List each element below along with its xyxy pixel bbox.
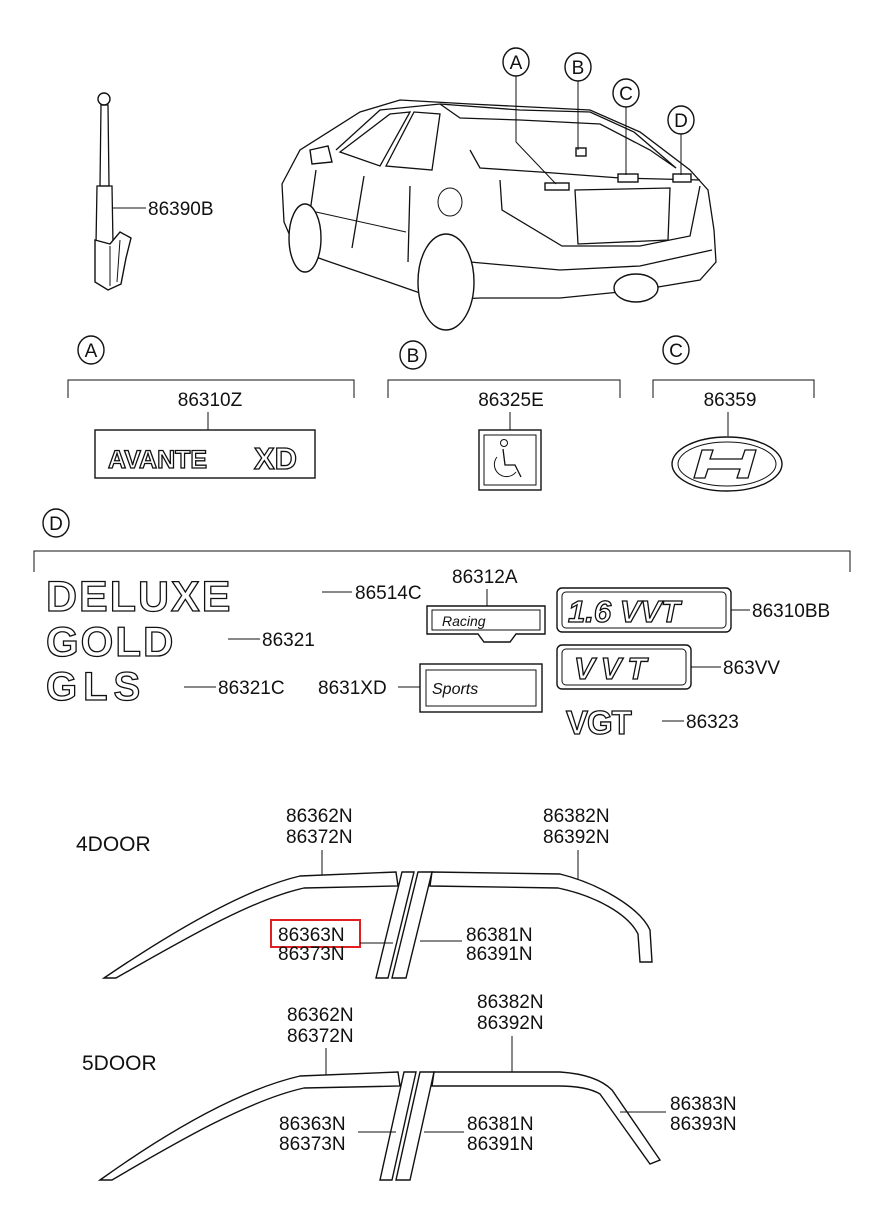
avante-xd-emblem[interactable]: AVANTE XD <box>94 429 316 479</box>
svg-text:D: D <box>674 111 688 132</box>
svg-text:B: B <box>407 346 420 367</box>
callout-d: D <box>42 508 70 538</box>
part-gls-label: 86321C <box>218 678 285 699</box>
deluxe-emblem[interactable]: DELUXE <box>45 572 232 621</box>
callout-d-top[interactable]: D <box>667 105 695 135</box>
svg-text:A: A <box>85 341 98 362</box>
part-disabled-label: 86325E <box>478 390 544 411</box>
callout-b: B <box>399 340 427 370</box>
section-5door-title: 5DOOR <box>82 1052 157 1075</box>
part-d5-rear-a: 86382N <box>477 992 544 1013</box>
vvt-emblem[interactable]: VVT <box>556 644 692 690</box>
part-d5-front-a: 86362N <box>287 1005 354 1026</box>
door4-molding-drawing[interactable] <box>101 871 653 979</box>
part-d5-center-b: 86391N <box>467 1134 534 1155</box>
disabled-sticker[interactable] <box>478 429 542 491</box>
part-d5-center-a: 86381N <box>467 1114 534 1135</box>
svg-text:Racing: Racing <box>442 613 486 629</box>
antenna-drawing[interactable] <box>94 92 132 291</box>
gold-emblem[interactable]: GOLD <box>45 617 175 665</box>
part-vvt16-label: 86310BB <box>752 601 830 622</box>
part-d4-pillar-b: 86373N <box>278 944 345 965</box>
svg-text:AVANTE: AVANTE <box>108 446 207 474</box>
callout-a: A <box>77 335 105 365</box>
part-d5-pillar-a: 86363N <box>279 1114 346 1135</box>
svg-text:D: D <box>49 514 63 535</box>
part-d5-pillar-b: 86373N <box>279 1134 346 1155</box>
part-racing-label: 86312A <box>452 567 518 588</box>
part-d4-center-b: 86391N <box>466 944 533 965</box>
part-d5-tail-b: 86393N <box>670 1114 737 1135</box>
callout-b-top[interactable]: B <box>564 52 592 82</box>
hyundai-logo-emblem[interactable] <box>671 436 783 492</box>
section-4door-title: 4DOOR <box>76 833 151 856</box>
svg-text:VVT: VVT <box>574 651 652 686</box>
gls-emblem[interactable]: GLS <box>45 664 146 709</box>
part-logo-label: 86359 <box>704 390 757 411</box>
part-gold-label: 86321 <box>262 630 315 651</box>
part-d4-front-a: 86362N <box>286 806 353 827</box>
part-d5-rear-b: 86392N <box>477 1013 544 1034</box>
part-vgt-label: 86323 <box>686 712 739 733</box>
svg-text:A: A <box>510 53 523 74</box>
part-d5-front-b: 86372N <box>287 1026 354 1047</box>
part-d4-center-a: 86381N <box>466 925 533 946</box>
callout-c: C <box>662 335 690 365</box>
svg-text:Sports: Sports <box>432 681 478 698</box>
part-d4-pillar-a[interactable]: 86363N <box>278 925 345 946</box>
svg-text:C: C <box>669 341 683 362</box>
door5-molding-drawing[interactable] <box>97 1071 662 1181</box>
racing-emblem[interactable]: Racing <box>426 605 546 643</box>
part-d4-front-b: 86372N <box>286 827 353 848</box>
part-deluxe-label: 86514C <box>355 583 422 604</box>
sports-emblem[interactable]: Sports <box>419 663 543 713</box>
part-avante-label: 86310Z <box>178 390 243 411</box>
highlight-box <box>270 919 361 948</box>
svg-text:XD: XD <box>254 441 297 476</box>
part-sports-label: 8631XD <box>318 678 387 699</box>
callout-c-top[interactable]: C <box>612 78 640 108</box>
car-rear-view-drawing <box>281 99 717 331</box>
part-d4-rear-b: 86392N <box>543 827 610 848</box>
callout-a-top[interactable]: A <box>502 47 530 77</box>
part-antenna-label: 86390B <box>148 199 214 220</box>
vgt-emblem[interactable]: VGT <box>565 703 633 741</box>
svg-text:B: B <box>572 58 585 79</box>
vvt16-emblem[interactable]: 1.6 VVT <box>556 587 732 633</box>
svg-text:1.6 VVT: 1.6 VVT <box>568 594 683 629</box>
part-d4-rear-a: 86382N <box>543 806 610 827</box>
part-vvt-label: 863VV <box>723 658 780 679</box>
part-d5-tail-a: 86383N <box>670 1094 737 1115</box>
svg-text:C: C <box>619 84 633 105</box>
